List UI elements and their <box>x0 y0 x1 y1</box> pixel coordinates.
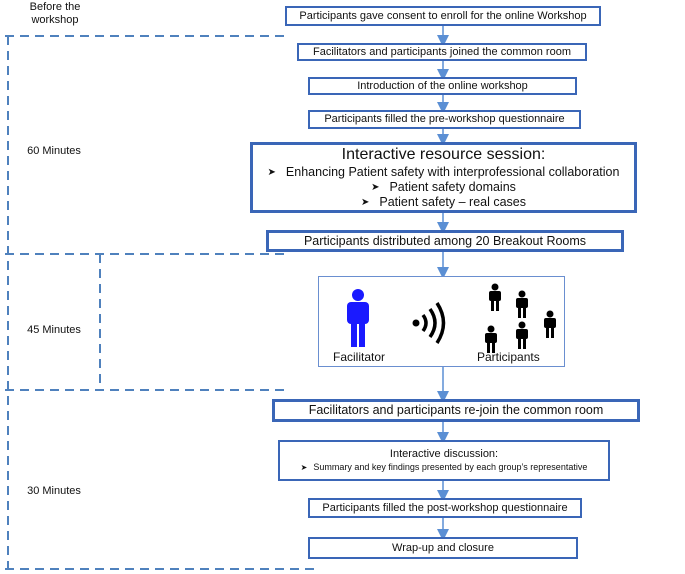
resource-session-bullet: ➤Patient safety – real cases <box>361 195 526 209</box>
resource-session-title: Interactive resource session: <box>341 146 546 163</box>
arrowhead-bullet-icon: ➤ <box>361 197 370 208</box>
resource-session-bullet: ➤Patient safety domains <box>371 180 516 194</box>
discussion-bullet: ➤Summary and key findings presented by e… <box>300 462 588 472</box>
arrowhead-bullet-icon: ➤ <box>300 463 308 472</box>
arrowhead-bullet-icon: ➤ <box>371 182 380 193</box>
person-icon <box>544 310 556 338</box>
breakout-room-figure: Facilitator Participants <box>318 276 565 367</box>
discussion-title: Interactive discussion: <box>389 448 499 460</box>
step-pre-questionnaire: Participants filled the pre-workshop que… <box>308 110 581 129</box>
step-consent: Participants gave consent to enroll for … <box>285 6 601 26</box>
step-resource-session: Interactive resource session: ➤Enhancing… <box>250 142 637 213</box>
person-icon <box>485 325 497 353</box>
wireless-signal-icon <box>412 302 446 344</box>
step-breakout-distribution: Participants distributed among 20 Breako… <box>266 230 624 252</box>
person-icon <box>347 289 369 347</box>
person-icon <box>516 290 528 318</box>
step-rejoin-common-room: Facilitators and participants re-join th… <box>272 399 640 422</box>
step-post-questionnaire: Participants filled the post-workshop qu… <box>308 498 582 518</box>
phase-label-30: 30 Minutes <box>27 485 81 497</box>
phase-label-before: Before the workshop <box>29 1 81 26</box>
step-wrap-up: Wrap-up and closure <box>308 537 578 559</box>
step-interactive-discussion: Interactive discussion: ➤Summary and key… <box>278 440 610 481</box>
phase-label-45: 45 Minutes <box>27 324 81 336</box>
resource-session-bullet: ➤Enhancing Patient safety with interprof… <box>267 165 620 179</box>
arrowhead-bullet-icon: ➤ <box>267 167 276 178</box>
person-icon <box>489 283 501 311</box>
participants-group <box>485 283 556 353</box>
step-joined-common-room: Facilitators and participants joined the… <box>297 43 587 61</box>
person-icon <box>516 321 528 349</box>
phase-label-60: 60 Minutes <box>27 145 81 157</box>
facilitator-label: Facilitator <box>333 350 386 364</box>
step-introduction: Introduction of the online workshop <box>308 77 577 95</box>
participants-label: Participants <box>477 350 540 364</box>
